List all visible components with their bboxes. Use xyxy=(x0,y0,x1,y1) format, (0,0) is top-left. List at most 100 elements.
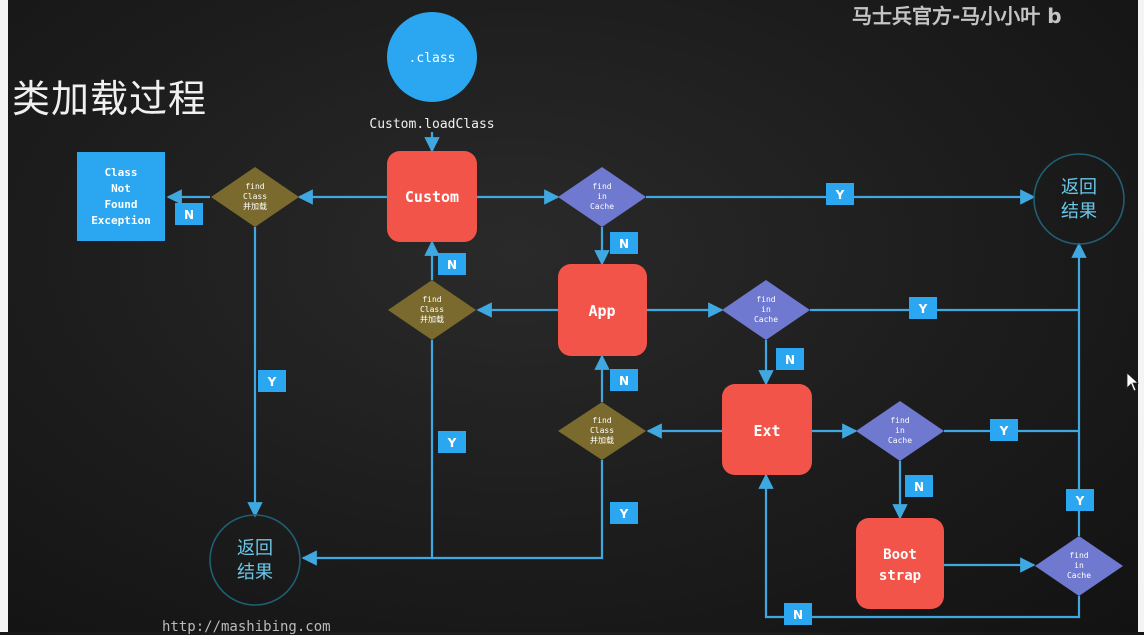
right-frame-border xyxy=(1138,0,1144,632)
find-diamond xyxy=(211,167,299,227)
badge-text: Y xyxy=(835,188,845,202)
cache-check-custom: find in Cache xyxy=(558,167,646,227)
badge-yes: Y xyxy=(909,297,937,319)
find-text-line: find xyxy=(245,182,264,191)
start-circle xyxy=(387,12,477,102)
find-class-custom: find Class 并加载 xyxy=(211,167,299,227)
cache-text-line: in xyxy=(597,192,607,201)
arrow-find3-yes xyxy=(432,460,604,560)
return-text-line: 返回 xyxy=(237,538,273,559)
badge-text: N xyxy=(619,374,629,388)
arrow-find2-yes xyxy=(301,340,434,566)
custom-loader-label: Custom xyxy=(405,188,459,206)
find-text-line: 并加载 xyxy=(590,435,614,445)
find-class-app: find Class 并加载 xyxy=(388,280,476,340)
cache-text-line: Cache xyxy=(1067,571,1091,580)
find-class-ext: find Class 并加载 xyxy=(558,402,646,460)
page-title: 类加载过程 xyxy=(12,77,208,121)
watermark: 马士兵官方-马小小叶 b xyxy=(852,4,1062,28)
badge-no: N xyxy=(784,603,812,625)
cache-text-line: in xyxy=(1074,561,1084,570)
custom-loader-node: Custom xyxy=(387,151,477,242)
cache-text-line: in xyxy=(761,305,771,314)
badge-yes: Y xyxy=(990,419,1018,441)
badge-text: Y xyxy=(999,424,1009,438)
ext-loader-node: Ext xyxy=(722,384,812,475)
cache-text-line: in xyxy=(895,426,905,435)
badge-text: N xyxy=(619,237,629,251)
footer-url: http://mashibing.com xyxy=(162,619,331,635)
exception-text-line: Class xyxy=(104,166,137,179)
exception-text-line: Not xyxy=(111,182,131,195)
badge-no: N xyxy=(610,369,638,391)
return-result-top-right: 返回 结果 xyxy=(1033,153,1125,245)
badge-text: N xyxy=(447,258,457,272)
ext-loader-label: Ext xyxy=(753,422,780,440)
find-text-line: Class xyxy=(590,426,614,435)
boot-loader-label-line2: strap xyxy=(879,568,921,584)
find-diamond xyxy=(388,280,476,340)
cache-text-line: find xyxy=(756,295,775,304)
exception-text-line: Exception xyxy=(91,214,151,227)
find-text-line: Class xyxy=(243,192,267,201)
load-call-label: Custom.loadClass xyxy=(369,117,494,132)
return-circle xyxy=(1033,153,1125,245)
find-text-line: find xyxy=(422,295,441,304)
find-text-line: Class xyxy=(420,305,444,314)
badge-text: N xyxy=(793,608,803,622)
find-text-line: 并加载 xyxy=(420,314,444,324)
start-label: .class xyxy=(409,51,456,66)
ext-loader-box xyxy=(722,384,812,475)
badge-yes: Y xyxy=(826,183,854,205)
app-loader-node: App xyxy=(558,264,647,356)
cache-diamond xyxy=(558,167,646,227)
badge-no: N xyxy=(175,203,203,225)
app-loader-label: App xyxy=(588,302,615,320)
badge-yes: Y xyxy=(438,431,466,453)
boot-loader-node: Boot strap xyxy=(856,518,944,609)
left-frame-border xyxy=(0,0,8,632)
badge-text: N xyxy=(914,480,924,494)
cache-text-line: Cache xyxy=(888,436,912,445)
badge-no: N xyxy=(438,253,466,275)
return-text-line: 结果 xyxy=(1061,201,1097,222)
cache-text-line: find xyxy=(1069,551,1088,560)
badge-no: N xyxy=(905,475,933,497)
badge-text: Y xyxy=(267,375,277,389)
start-node: .class xyxy=(387,12,477,102)
badge-no: N xyxy=(610,232,638,254)
badge-text: Y xyxy=(1075,494,1085,508)
cache-check-boot: find in Cache xyxy=(1035,536,1123,596)
cache-check-ext: find in Cache xyxy=(856,401,944,461)
cache-diamond xyxy=(722,280,810,340)
connectors xyxy=(166,132,1087,619)
badge-text: Y xyxy=(619,507,629,521)
cache-text-line: Cache xyxy=(754,315,778,324)
cache-text-line: find xyxy=(890,416,909,425)
cache-diamond xyxy=(1035,536,1123,596)
exception-text-line: Found xyxy=(104,198,137,211)
boot-loader-label-line1: Boot xyxy=(883,547,917,563)
badge-no: N xyxy=(776,348,804,370)
mouse-cursor-icon xyxy=(1126,372,1140,392)
custom-loader-box xyxy=(387,151,477,242)
app-loader-box xyxy=(558,264,647,356)
find-diamond xyxy=(558,402,646,460)
find-text-line: find xyxy=(592,416,611,425)
boot-loader-box xyxy=(856,518,944,609)
cache-check-app: find in Cache xyxy=(722,280,810,340)
badge-text: Y xyxy=(447,436,457,450)
cache-diamond xyxy=(856,401,944,461)
exception-box xyxy=(77,152,165,241)
badge-text: N xyxy=(785,353,795,367)
badge-yes: Y xyxy=(1066,489,1094,511)
class-not-found-node: Class Not Found Exception xyxy=(77,152,165,241)
find-text-line: 并加载 xyxy=(243,201,267,211)
cache-text-line: Cache xyxy=(590,202,614,211)
arrow-cache4-no xyxy=(758,473,1081,619)
return-result-bottom-left: 返回 结果 xyxy=(209,514,301,606)
badge-text: Y xyxy=(918,302,928,316)
return-circle xyxy=(209,514,301,606)
badge-yes: Y xyxy=(610,502,638,524)
